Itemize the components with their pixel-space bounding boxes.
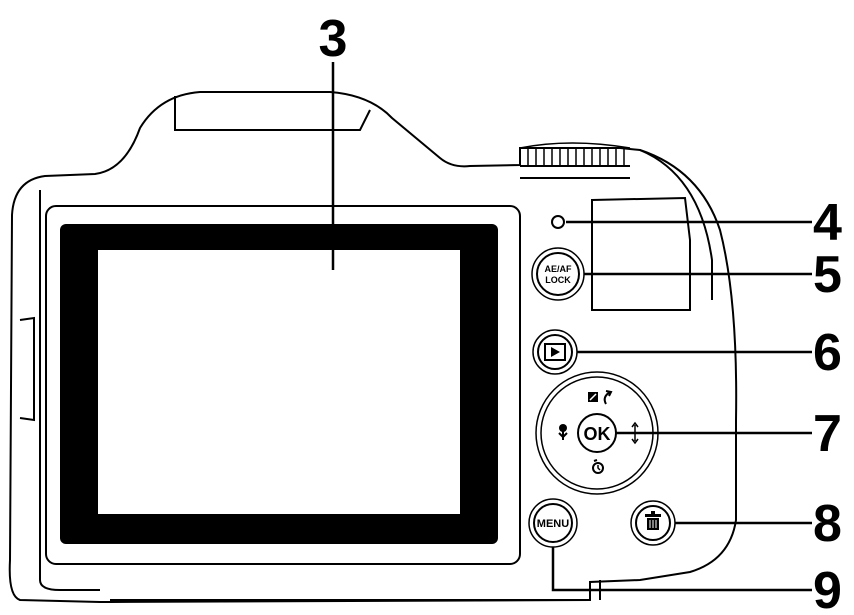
ok-button[interactable]: OK [577, 413, 617, 453]
leader-lines [331, 62, 812, 592]
menu-label: MENU [537, 518, 569, 530]
callout-5: 5 [813, 246, 842, 304]
callout-9: 9 [813, 562, 842, 615]
callout-3: 3 [319, 10, 348, 68]
mode-dial[interactable] [519, 142, 631, 166]
trash-icon [645, 511, 661, 530]
ae-af-label: AE/AF [545, 264, 573, 274]
callout-8: 8 [813, 495, 842, 553]
lock-label: LOCK [545, 275, 571, 285]
play-icon [544, 343, 566, 361]
playback-button[interactable] [532, 329, 578, 375]
exposure-compensation-icon[interactable] [588, 392, 598, 402]
callout-4: 4 [813, 194, 842, 252]
flash-icon[interactable] [603, 390, 613, 405]
lcd-screen [45, 205, 521, 565]
callout-7: 7 [813, 405, 842, 463]
macro-flower-icon[interactable] [558, 424, 568, 440]
delete-button[interactable] [630, 500, 676, 546]
callout-6: 6 [813, 324, 842, 382]
ok-label: OK [584, 424, 611, 444]
ae-af-lock-button[interactable]: AE/AF LOCK [531, 247, 585, 301]
menu-button[interactable]: MENU [528, 498, 578, 548]
navigation-pad[interactable]: OK [535, 371, 659, 495]
camera-body [8, 91, 738, 603]
self-timer-icon[interactable] [592, 459, 604, 474]
status-led-icon [551, 215, 565, 229]
